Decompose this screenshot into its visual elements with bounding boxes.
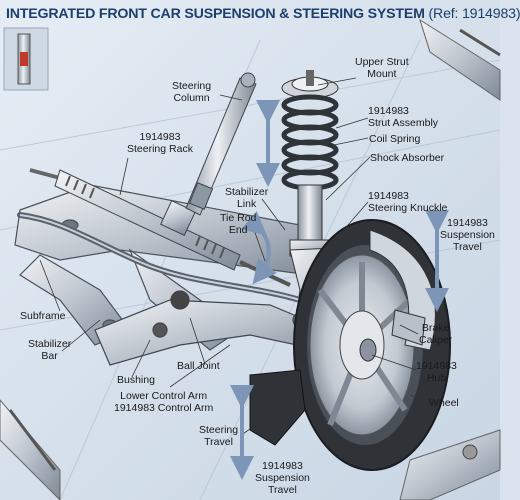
label-line: Steering <box>199 424 239 436</box>
label-hub: 1914983 Hub <box>416 360 457 384</box>
label-suspension-travel-bottom: 1914983 Suspension Travel <box>255 460 310 496</box>
label-line: Lower Control Arm <box>120 390 208 402</box>
label-line: Brake <box>421 322 450 334</box>
label-stabilizer-bar: Stabilizer Bar <box>28 338 71 362</box>
travel-arrows <box>230 100 449 480</box>
title-ref: (Ref: 1914983) <box>428 6 520 22</box>
label-line: 1914983 <box>446 217 488 229</box>
label-subframe: Subframe <box>20 310 66 322</box>
suspension-illustration <box>0 18 501 500</box>
label-ball-joint: Ball Joint <box>177 360 220 372</box>
label-tie-rod-end: Tie Rod End <box>220 212 256 236</box>
label-line: Steering Rack <box>127 143 193 155</box>
label-steering-column: Steering Column <box>172 80 211 104</box>
label-line: Travel <box>268 484 297 496</box>
label-steering-knuckle: 1914983 Steering Knuckle <box>368 190 447 214</box>
label-steering-rack: 1914983 Steering Rack <box>127 131 193 155</box>
label-line: End <box>228 224 248 236</box>
label-line: Suspension <box>440 229 495 241</box>
label-line: Steering <box>172 80 212 92</box>
label-line: 1914983 <box>139 131 181 143</box>
label-line: 1914983 <box>368 105 409 117</box>
label-shock-absorber: Shock Absorber <box>370 152 445 164</box>
label-line: Column <box>173 92 210 104</box>
label-wheel: Wheel <box>429 397 459 409</box>
label-stabilizer-link: Stabilizer Link <box>225 186 268 210</box>
title-main: INTEGRATED FRONT CAR SUSPENSION & STEERI… <box>6 6 425 22</box>
label-line: 1914983 <box>368 190 409 202</box>
label-line: Upper Strut <box>355 56 409 68</box>
label-line: Link <box>236 198 257 210</box>
label-bushing: Bushing <box>117 374 155 386</box>
label-line: 1914983 Control Arm <box>114 402 214 414</box>
label-upper-strut-mount: Upper Strut Mount <box>355 56 409 80</box>
label-brake-caliper: Brake Caliper <box>419 322 452 346</box>
label-strut-assembly: 1914983 Strut Assembly <box>368 105 438 129</box>
fender-liner <box>249 369 306 446</box>
label-line: Stabilizer <box>225 186 269 198</box>
label-line: Suspension <box>255 472 310 484</box>
label-line: Steering Knuckle <box>368 202 448 214</box>
corner-rack-inset-top <box>419 18 501 101</box>
label-line: Mount <box>367 68 397 80</box>
label-line: Hub <box>426 372 447 384</box>
label-line: Strut Assembly <box>368 117 439 129</box>
label-suspension-travel-right: 1914983 Suspension Travel <box>440 217 495 253</box>
label-line: Travel <box>453 241 482 253</box>
label-steering-travel: Steering Travel <box>199 424 238 448</box>
corner-arm-inset <box>399 429 501 500</box>
label-lower-control-arm: Lower Control Arm 1914983 Control Arm <box>114 390 213 414</box>
label-coil-spring: Coil Spring <box>369 133 421 145</box>
label-line: Bar <box>41 350 58 362</box>
corner-rack-inset-bottom <box>0 399 61 500</box>
label-line: 1914983 <box>261 460 303 472</box>
corner-strut-inset <box>3 27 49 91</box>
wheel <box>293 219 451 471</box>
label-line: Tie Rod <box>220 212 257 224</box>
label-line: Caliper <box>419 334 453 346</box>
label-line: Travel <box>204 436 233 448</box>
strut-assembly <box>281 70 339 257</box>
steering-column <box>185 72 257 216</box>
diagram-title: INTEGRATED FRONT CAR SUSPENSION & STEERI… <box>6 6 520 22</box>
label-line: 1914983 <box>416 360 457 372</box>
label-line: Stabilizer <box>28 338 72 350</box>
